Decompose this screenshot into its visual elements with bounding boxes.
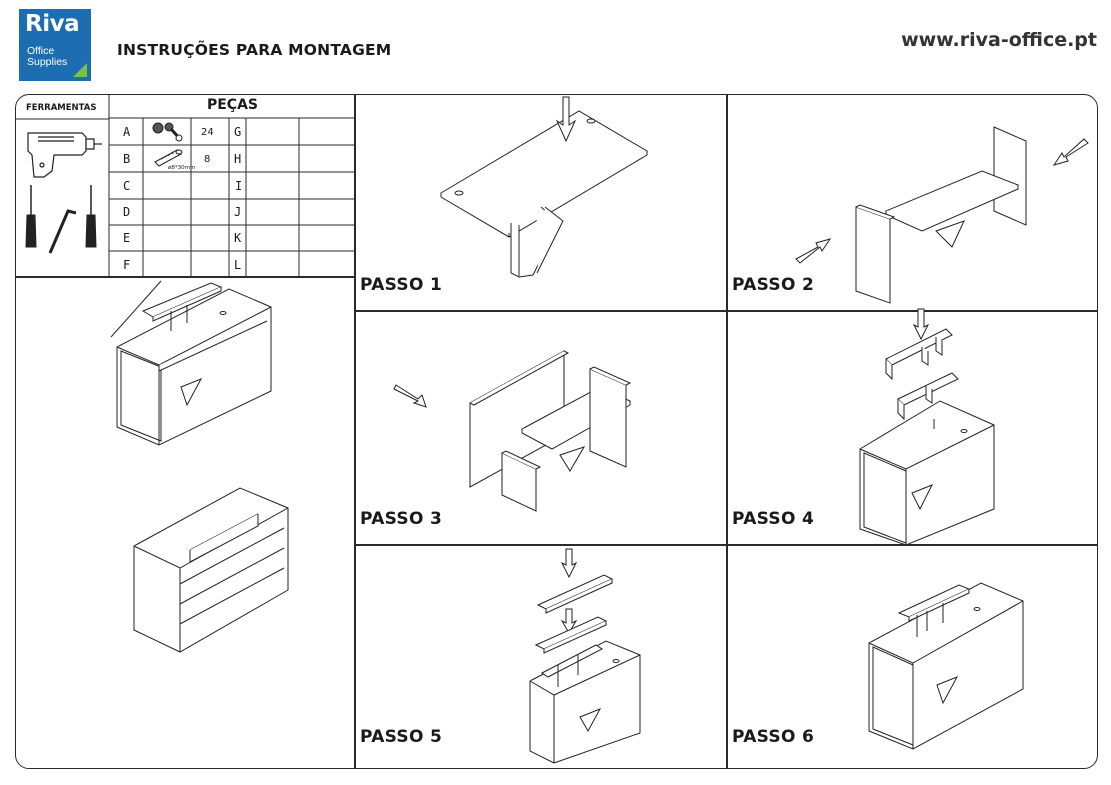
instructions-frame: FERRAMENTAS PEÇAS A B C D xyxy=(15,94,1098,769)
step1-label: PASSO 1 xyxy=(360,275,443,295)
part-letter: G xyxy=(234,125,242,139)
cam-lock-icon xyxy=(151,121,187,143)
step5-label: PASSO 5 xyxy=(360,727,443,747)
logo-brand-text: Riva xyxy=(25,11,80,37)
brand-logo[interactable]: Riva Office Supplies xyxy=(19,9,91,81)
step1-drawing xyxy=(441,97,651,279)
step5-drawing xyxy=(506,549,656,763)
step6-label: PASSO 6 xyxy=(732,727,815,747)
document-title: INSTRUÇÕES PARA MONTAGEM xyxy=(117,41,392,59)
part-letter: B xyxy=(123,152,131,166)
dowel-size-label: ø8*30mm xyxy=(168,165,196,171)
part-letter: I xyxy=(235,179,243,193)
part-quantity-a: 24 xyxy=(201,127,214,138)
part-letter: H xyxy=(234,152,242,166)
tools-label: FERRAMENTAS xyxy=(26,103,97,113)
logo-triangle-icon xyxy=(73,63,87,77)
finished-desk-back-drawing xyxy=(128,480,293,660)
screwdriver-icon xyxy=(84,185,98,251)
parts-table-grid xyxy=(16,95,354,277)
part-letter: J xyxy=(234,205,242,219)
step6-drawing xyxy=(861,573,1031,763)
part-letter: K xyxy=(234,231,242,245)
divider xyxy=(354,310,1097,312)
step2-drawing xyxy=(786,123,1094,311)
part-letter: A xyxy=(123,125,131,139)
part-letter: L xyxy=(234,258,242,272)
part-letter: F xyxy=(123,258,131,272)
divider xyxy=(354,544,1097,546)
part-letter: D xyxy=(123,205,131,219)
divider xyxy=(16,276,354,278)
screwdriver-icon xyxy=(24,185,38,251)
part-letter: C xyxy=(123,179,131,193)
parts-label: PEÇAS xyxy=(206,97,259,113)
dowel-icon xyxy=(151,147,187,165)
part-quantity-b: 8 xyxy=(204,154,211,165)
step2-label: PASSO 2 xyxy=(732,275,815,295)
step4-label: PASSO 4 xyxy=(732,509,815,529)
logo-line-supplies: Supplies xyxy=(27,56,68,68)
website-link[interactable]: www.riva-office.pt xyxy=(901,29,1097,51)
drill-icon xyxy=(24,125,104,181)
divider xyxy=(354,95,356,768)
part-letter: E xyxy=(123,231,131,245)
step3-drawing xyxy=(394,343,664,515)
step4-drawing xyxy=(856,303,1016,543)
allen-key-icon xyxy=(46,205,78,255)
divider xyxy=(726,95,728,768)
logo-line-office: Office xyxy=(27,45,55,57)
step3-label: PASSO 3 xyxy=(360,509,443,529)
finished-desk-drawing xyxy=(111,281,276,461)
